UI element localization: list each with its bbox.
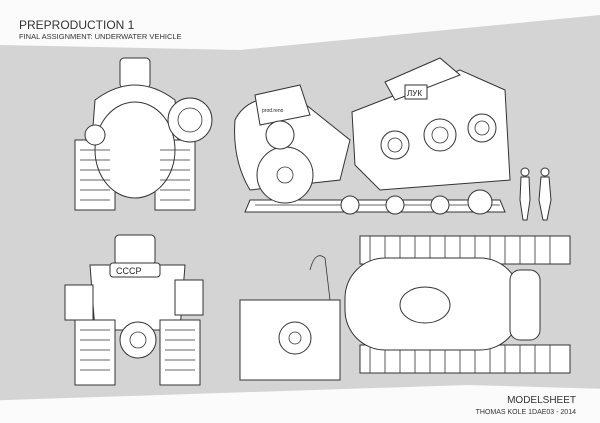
human-scale-figures (519, 167, 552, 221)
side-view-drawing: prod.reno ЛУК (234, 57, 511, 215)
back-view-drawing: CCCP (64, 234, 204, 386)
modelsheet-label: MODELSHEET (507, 395, 576, 406)
sheet-title: PREPRODUCTION 1 (19, 18, 135, 32)
front-view-drawing (74, 57, 213, 211)
hatch-label: ЛУК (407, 89, 422, 98)
back-emblem: CCCP (116, 266, 142, 276)
author-credit: THOMAS KOLE 1DAE03 - 2014 (475, 409, 576, 416)
top-view-drawing (239, 235, 571, 381)
sheet-subtitle: FINAL ASSIGNMENT: UNDERWATER VEHICLE (19, 32, 182, 41)
svg-text:prod.reno: prod.reno (262, 108, 284, 114)
